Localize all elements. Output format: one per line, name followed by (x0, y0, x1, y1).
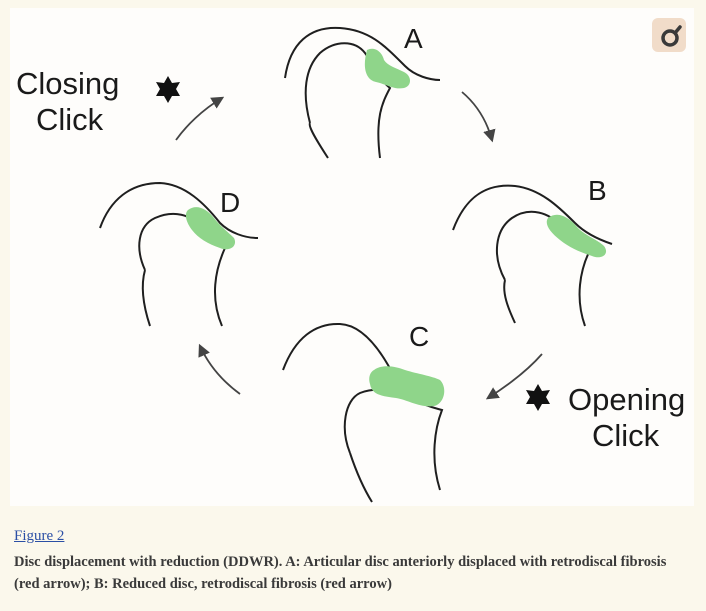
opening-click-line1: Opening (568, 382, 685, 417)
opening-click-star-icon (526, 384, 550, 411)
joint-c-disc (369, 366, 445, 407)
joint-d-fossa (99, 181, 259, 239)
joint-b-condyle-neck (503, 279, 516, 324)
figure-caption: Figure 2 Disc displacement with reductio… (14, 528, 694, 595)
joint-b-fossa (452, 184, 613, 245)
joint-d-condyle-neck (141, 269, 151, 327)
arrow-d-to-a (175, 96, 225, 141)
ddwr-diagram: A B C (16, 23, 685, 503)
joint-a-condyle-neck (308, 122, 329, 159)
joint-a: A (284, 23, 441, 159)
arrow-c-to-d (198, 343, 241, 395)
joint-a-condyle (304, 42, 392, 159)
joint-d-disc (185, 207, 236, 250)
joint-d: D (99, 181, 259, 327)
label-c: C (409, 321, 429, 352)
opening-click-line2: Click (592, 418, 660, 453)
label-b: B (588, 175, 607, 206)
closing-click-label: Closing Click (16, 66, 119, 137)
zoom-button[interactable] (652, 18, 686, 52)
figure-link[interactable]: Figure 2 (14, 528, 65, 544)
label-d: D (220, 187, 240, 218)
joint-b: B (452, 175, 613, 327)
closing-click-line1: Closing (16, 66, 119, 101)
closing-click-star-icon (156, 76, 180, 103)
arrow-b-to-c (485, 353, 543, 400)
joint-c: C (282, 321, 445, 503)
joint-c-condyle-neck (349, 452, 373, 503)
joint-a-fossa (284, 26, 441, 81)
label-a: A (404, 23, 423, 54)
arrow-a-to-b (461, 91, 496, 143)
caption-text: Disc displacement with reduction (DDWR).… (14, 554, 667, 592)
joint-a-disc (364, 48, 410, 89)
magnify-icon (661, 25, 682, 47)
closing-click-line2: Click (36, 102, 104, 137)
joint-b-disc (546, 214, 607, 258)
opening-click-label: Opening Click (568, 382, 685, 453)
figure-image: A B C (10, 8, 694, 506)
